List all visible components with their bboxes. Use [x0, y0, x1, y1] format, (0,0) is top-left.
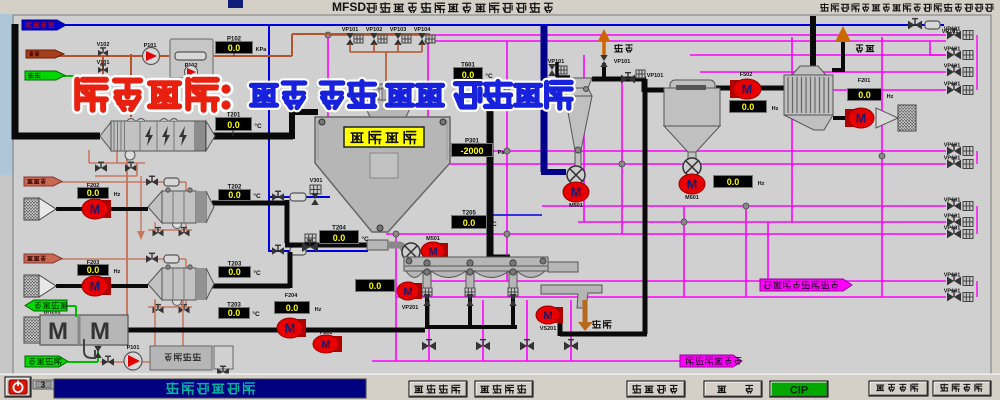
svg-text:V301: V301 — [310, 178, 323, 184]
svg-text:KPa: KPa — [256, 47, 268, 53]
svg-text:F201: F201 — [858, 78, 871, 84]
svg-text:M: M — [687, 178, 697, 192]
svg-text:T203: T203 — [227, 303, 241, 309]
svg-text:F204: F204 — [285, 293, 298, 299]
svg-text:F502: F502 — [740, 72, 753, 78]
svg-text:P301: P301 — [465, 139, 480, 145]
svg-text:VP101: VP101 — [944, 64, 961, 70]
svg-text:0.0: 0.0 — [742, 102, 755, 112]
svg-text:Hz: Hz — [758, 181, 765, 187]
svg-text:V101: V101 — [97, 60, 110, 66]
svg-text:T601: T601 — [461, 63, 475, 69]
svg-text:VP101: VP101 — [647, 73, 664, 79]
svg-text:Hz: Hz — [315, 307, 322, 313]
svg-text:VP102: VP102 — [366, 27, 383, 33]
svg-text:VP101: VP101 — [342, 27, 359, 33]
svg-text:VP101: VP101 — [944, 143, 961, 149]
svg-text:T203: T203 — [228, 262, 242, 268]
svg-text:°C: °C — [253, 192, 261, 200]
svg-text:Pa: Pa — [498, 150, 506, 156]
svg-text:Hz: Hz — [114, 192, 121, 198]
svg-text:T205: T205 — [462, 211, 476, 217]
svg-text:VP201: VP201 — [402, 305, 419, 311]
svg-text:°C: °C — [489, 220, 497, 228]
svg-text:VP101: VP101 — [942, 29, 959, 35]
svg-text:0.0: 0.0 — [228, 308, 241, 318]
svg-text:0.0: 0.0 — [228, 43, 241, 53]
svg-text:0.0: 0.0 — [228, 190, 241, 200]
svg-text:0.0: 0.0 — [228, 267, 241, 277]
svg-text:M: M — [428, 246, 437, 258]
svg-text:°C: °C — [252, 310, 260, 318]
svg-text:P101: P101 — [144, 43, 157, 49]
svg-text:VP104: VP104 — [414, 27, 431, 33]
svg-text:M: M — [48, 318, 68, 345]
svg-text:M: M — [856, 112, 866, 126]
svg-text:VP101: VP101 — [944, 226, 961, 232]
svg-text:M: M — [543, 310, 552, 322]
svg-text:M: M — [285, 322, 295, 336]
svg-text:VP101: VP101 — [944, 214, 961, 220]
svg-text:M601: M601 — [685, 195, 699, 201]
svg-text:VP101: VP101 — [944, 273, 961, 279]
svg-text:P102: P102 — [227, 37, 242, 43]
svg-text:VP101: VP101 — [944, 198, 961, 204]
svg-text:0.0: 0.0 — [87, 265, 100, 275]
svg-text:Hz: Hz — [887, 94, 894, 100]
svg-text:0.0: 0.0 — [462, 70, 475, 80]
svg-text:VP101: VP101 — [944, 82, 961, 88]
svg-text:VP101: VP101 — [944, 289, 961, 295]
svg-text:M501: M501 — [426, 236, 440, 242]
svg-text:M: M — [571, 186, 581, 200]
svg-text:P101: P101 — [127, 345, 140, 351]
svg-text:Hz: Hz — [114, 269, 121, 275]
svg-text:V102: V102 — [97, 42, 110, 48]
svg-text:F203: F203 — [87, 260, 100, 266]
svg-text:M: M — [90, 203, 100, 217]
svg-text:°C: °C — [254, 122, 262, 130]
svg-text:VP101: VP101 — [614, 59, 631, 65]
svg-text:M: M — [403, 286, 412, 298]
svg-text:0.0: 0.0 — [463, 218, 476, 228]
svg-text:M: M — [90, 280, 100, 294]
svg-text:VS201: VS201 — [540, 326, 557, 332]
svg-text:T201: T201 — [227, 113, 241, 119]
svg-text:0.0: 0.0 — [858, 90, 871, 100]
svg-text:0.0: 0.0 — [286, 303, 299, 313]
svg-text:T202: T202 — [228, 185, 242, 191]
svg-text:M: M — [321, 339, 330, 351]
svg-text:VP101: VP101 — [944, 47, 961, 53]
svg-text:Hz: Hz — [772, 106, 779, 112]
svg-text:VP103: VP103 — [390, 27, 407, 33]
svg-text:0.0: 0.0 — [227, 120, 240, 130]
svg-text:°C: °C — [253, 269, 261, 277]
svg-text:MFSD: MFSD — [332, 0, 366, 14]
svg-text:VP101: VP101 — [944, 156, 961, 162]
svg-text:0.0: 0.0 — [727, 177, 740, 187]
svg-text:0.0: 0.0 — [333, 233, 346, 243]
svg-text:-2000: -2000 — [460, 146, 483, 156]
svg-text:M501: M501 — [569, 203, 583, 209]
svg-text:T204: T204 — [332, 226, 346, 232]
svg-text:VP101: VP101 — [944, 27, 961, 33]
svg-text:3: 3 — [41, 381, 46, 390]
svg-text:0.0: 0.0 — [369, 281, 382, 291]
svg-text:M: M — [742, 83, 752, 97]
svg-text:0.0: 0.0 — [87, 188, 100, 198]
svg-text:°C: °C — [485, 72, 493, 80]
svg-text:°C: °C — [361, 235, 369, 243]
svg-text:M: M — [90, 318, 110, 345]
svg-text:CIP: CIP — [790, 385, 808, 397]
svg-text:F601: F601 — [320, 330, 333, 336]
svg-text:BH201: BH201 — [43, 310, 60, 316]
svg-text:F202: F202 — [87, 183, 100, 189]
